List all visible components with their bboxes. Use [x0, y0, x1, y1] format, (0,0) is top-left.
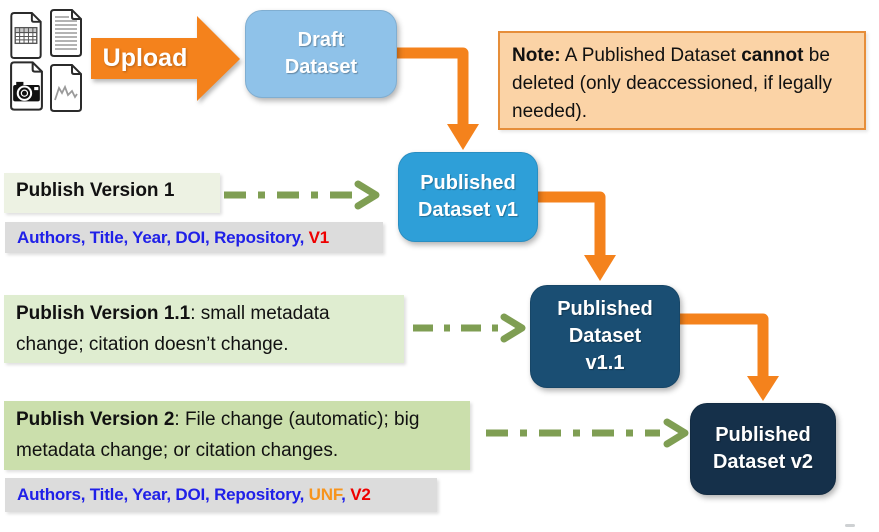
publish-version-11-label: Publish Version 1.1: small metadata chan…	[4, 295, 404, 363]
chart-file-icon	[50, 64, 82, 112]
citation-v2-tag: V2	[350, 485, 371, 504]
upload-arrow-label: Upload	[102, 44, 188, 72]
v1-to-v11-connector	[538, 191, 616, 281]
box-line: Dataset	[284, 56, 358, 78]
publish-version-2-label: Publish Version 2: File change (automati…	[4, 401, 470, 470]
box-line: v1.1	[585, 352, 625, 374]
box-line: Published	[420, 172, 516, 194]
published-dataset-v1-box: Published Dataset v1	[398, 152, 538, 242]
box-line: Dataset v2	[712, 451, 814, 473]
label-rest: : File change (automatic); big metadata …	[16, 409, 420, 461]
text-file-icon	[50, 9, 82, 57]
citation-v2-bar: Authors, Title, Year, DOI, Repository, U…	[5, 478, 437, 512]
publish-v2-arrow	[486, 418, 689, 448]
spreadsheet-file-icon	[10, 12, 42, 59]
label-rest: : small metadata change; citation doesn’…	[16, 303, 330, 355]
box-line: Published	[715, 424, 811, 446]
label-bold: Publish Version 1.1	[16, 303, 191, 324]
draft-dataset-box: Draft Dataset	[245, 10, 397, 98]
box-line: Draft	[297, 29, 345, 51]
publish-version-1-label: Publish Version 1	[4, 173, 220, 213]
note-text: A Published Dataset	[560, 45, 742, 66]
box-line: Dataset v1	[417, 199, 519, 221]
label-bold: Publish Version 2	[16, 409, 175, 430]
publish-v1-arrow	[224, 180, 380, 210]
box-line: Published	[557, 298, 653, 320]
citation-separator: ,	[341, 485, 351, 504]
v11-to-v2-connector	[680, 313, 779, 401]
note-text: be deleted (only deaccessioned, if legal…	[512, 45, 833, 122]
note-bold: cannot	[741, 45, 804, 66]
citation-fields: Authors, Title, Year, DOI, Repository,	[17, 227, 309, 247]
box-line: Dataset	[568, 325, 642, 347]
published-dataset-v2-box: Published Dataset v2	[690, 403, 836, 495]
published-dataset-v11-box: Published Dataset v1.1	[530, 285, 680, 388]
label-bold: Publish Version 1	[16, 180, 175, 201]
citation-v1-bar: Authors, Title, Year, DOI, Repository, V…	[5, 222, 383, 253]
draft-to-v1-connector	[397, 47, 479, 150]
citation-fields: Authors, Title, Year, DOI, Repository,	[17, 485, 309, 504]
citation-v1-tag: V1	[308, 227, 330, 247]
artifact-speck	[845, 524, 855, 527]
note-bold: Note:	[512, 45, 561, 66]
note-box: Note: A Published Dataset cannot be dele…	[498, 31, 866, 130]
citation-unf-tag: UNF	[308, 485, 342, 504]
publish-v11-arrow	[413, 313, 526, 343]
image-file-icon	[10, 61, 43, 111]
